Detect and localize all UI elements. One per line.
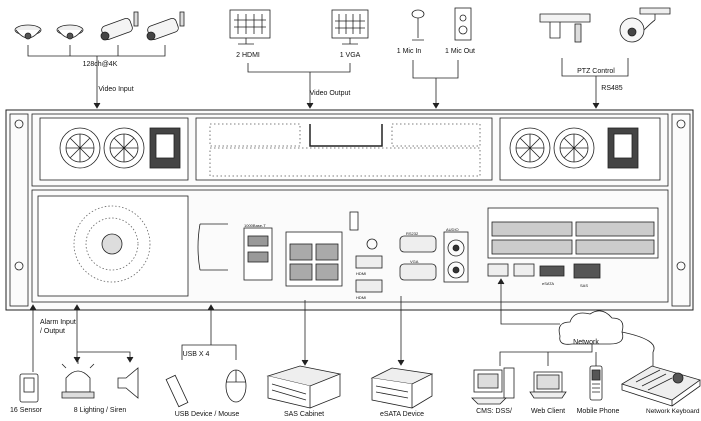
port-label-esata: eSATA xyxy=(542,281,555,286)
audio-line xyxy=(412,60,459,79)
channels-label: 128ch@4K xyxy=(82,61,118,68)
vga-monitor-icon xyxy=(331,9,369,45)
hdmi-ports xyxy=(349,211,383,293)
network-line xyxy=(500,280,560,325)
rs485-label: RS485 xyxy=(601,85,623,92)
sensor-label: 16 Sensor xyxy=(10,407,42,414)
ptz-control-label: PTZ Control xyxy=(577,68,615,75)
mobile-phone-icon xyxy=(589,365,603,401)
port-label-audio: AUDIO xyxy=(446,227,459,232)
sas-label: SAS Cabinet xyxy=(283,411,325,418)
dome-camera-icon-2 xyxy=(56,24,84,40)
mic-out-label: 1 Mic Out xyxy=(445,48,475,55)
alarm-io-label: Alarm Input / Output xyxy=(40,319,76,335)
sas-cabinet-icon xyxy=(266,365,342,409)
network-cloud-icon xyxy=(558,310,624,345)
power-supply-right xyxy=(499,117,661,181)
cms-label: CMS: DSS/ xyxy=(476,408,512,415)
hdmi-label: 2 HDMI xyxy=(236,52,260,59)
sensor-icon xyxy=(19,373,39,403)
usb-device-label: USB Device / Mouse xyxy=(174,411,240,418)
power-supply-left xyxy=(39,117,189,181)
rear-fan xyxy=(37,195,189,297)
mic-in-label: 1 Mic In xyxy=(396,48,422,55)
lighting-label: 8 Lighting / Siren xyxy=(73,407,127,414)
network-label: Network xyxy=(573,339,599,346)
alarm-terminal-blocks xyxy=(487,207,659,279)
port-label-hdmi2: HDMI xyxy=(356,295,367,300)
warning-light-icon xyxy=(61,360,95,399)
keyboard-label: Network Keyboard xyxy=(646,408,700,415)
web-client-label: Web Client xyxy=(530,408,566,415)
video-output-label: Video Output xyxy=(309,90,351,97)
usb-line xyxy=(181,306,237,360)
usb-stick-icon xyxy=(165,374,189,408)
network-keyboard-icon xyxy=(621,365,701,407)
mouse-icon xyxy=(225,369,247,403)
bullet-camera-icon-2 xyxy=(146,11,185,41)
mobile-label: Mobile Phone xyxy=(576,408,620,415)
ptz-keyboard-icon xyxy=(539,13,591,43)
ptz-line xyxy=(561,58,629,77)
desktop-computer-icon xyxy=(471,367,515,405)
usb-x4-label: USB X 4 xyxy=(182,351,210,358)
vga-rs232-ports xyxy=(399,231,469,283)
network-ports xyxy=(197,223,343,287)
vga-label: 1 VGA xyxy=(339,52,361,59)
laptop-icon xyxy=(529,371,567,399)
alarm-line xyxy=(76,306,131,362)
dome-camera-icon-1 xyxy=(14,24,42,40)
camera-bus-line xyxy=(27,45,166,57)
speaker-icon xyxy=(454,7,472,41)
video-input-label: Video Input xyxy=(98,86,134,93)
esata-label: eSATA Device xyxy=(379,411,425,418)
port-label-net: 1000Base-T xyxy=(244,223,266,228)
microphone-icon xyxy=(411,9,425,41)
bullet-camera-icon-1 xyxy=(100,11,139,41)
port-label-hdmi1: HDMI xyxy=(356,271,367,276)
video-output-line xyxy=(247,63,351,73)
port-label-vga: VGA xyxy=(410,259,419,264)
siren-icon xyxy=(117,367,139,399)
network-distribution-line xyxy=(499,331,655,366)
ptz-camera-icon xyxy=(619,7,671,43)
esata-device-icon xyxy=(370,367,434,409)
port-label-sas: SAS xyxy=(580,283,589,288)
port-label-rs232: RS232 xyxy=(406,231,419,236)
hdmi-monitor-icon xyxy=(229,9,271,45)
center-vent-grille xyxy=(195,117,493,181)
